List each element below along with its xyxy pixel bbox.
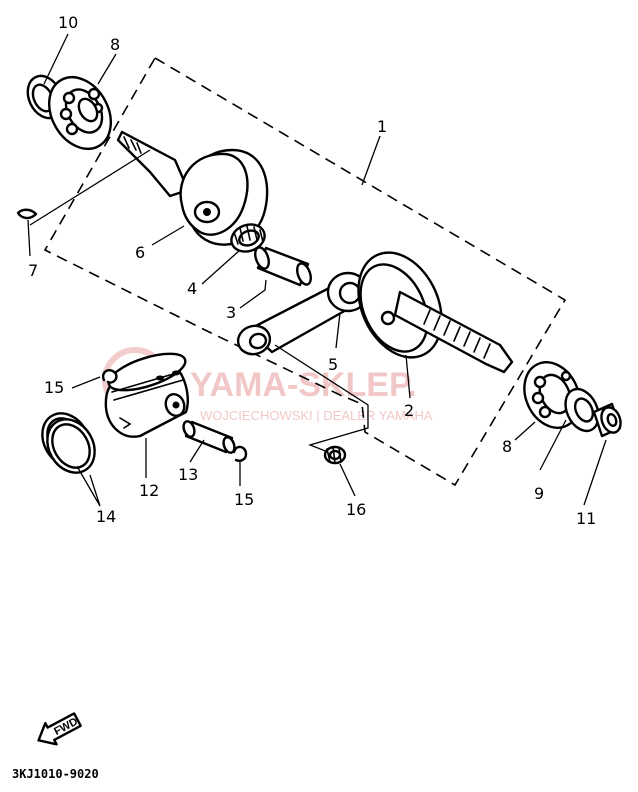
watermark: YAMA-SKLEP. WOJCIECHOWSKI | DEALER YAMAH… bbox=[102, 347, 433, 423]
callout-12: 12 bbox=[139, 481, 159, 500]
circlip-right bbox=[232, 445, 248, 462]
crank-right-half bbox=[357, 251, 514, 374]
connecting-rod bbox=[236, 271, 370, 356]
callout-10: 10 bbox=[58, 13, 78, 32]
crank-pin bbox=[254, 246, 312, 287]
piston-rings bbox=[41, 412, 96, 474]
callout-6: 6 bbox=[135, 243, 145, 262]
callout-2: 2 bbox=[404, 401, 414, 420]
callout-8-top: 8 bbox=[110, 35, 120, 54]
spacer-collar bbox=[592, 402, 622, 438]
callout-13: 13 bbox=[178, 465, 198, 484]
callout-7: 7 bbox=[28, 261, 38, 280]
crank-left-half bbox=[116, 130, 269, 246]
circlip-left bbox=[101, 369, 118, 384]
oil-seal-right bbox=[564, 387, 600, 433]
callout-15-left: 15 bbox=[44, 378, 64, 397]
small-end-bearing bbox=[323, 445, 347, 465]
callout-14: 14 bbox=[96, 507, 116, 526]
bearing-top bbox=[47, 76, 113, 150]
callout-8-right: 8 bbox=[502, 437, 512, 456]
callout-numbers: 10 8 1 6 7 4 3 5 15 2 8 13 12 9 15 16 14… bbox=[28, 13, 596, 528]
diagram-code: 3KJ1010-9020 bbox=[12, 767, 99, 781]
callout-15-right: 15 bbox=[234, 490, 254, 509]
callout-11: 11 bbox=[576, 509, 596, 528]
callout-4: 4 bbox=[187, 279, 197, 298]
callout-16: 16 bbox=[346, 500, 366, 519]
callout-5: 5 bbox=[328, 355, 338, 374]
small-end-link bbox=[274, 344, 369, 453]
piston bbox=[104, 352, 189, 438]
assembly-outline bbox=[43, 56, 567, 487]
needle-bearing bbox=[230, 223, 266, 253]
watermark-subtitle: WOJCIECHOWSKI | DEALER YAMAHA bbox=[200, 408, 433, 423]
leader-lines bbox=[27, 33, 607, 507]
woodruff-key bbox=[16, 208, 38, 220]
forward-arrow-icon: FWD bbox=[37, 712, 82, 746]
callout-9: 9 bbox=[534, 484, 544, 503]
callout-3: 3 bbox=[226, 303, 236, 322]
piston-pin bbox=[182, 420, 236, 454]
callout-1: 1 bbox=[377, 117, 387, 136]
watermark-brand: YAMA-SKLEP. bbox=[190, 366, 417, 404]
